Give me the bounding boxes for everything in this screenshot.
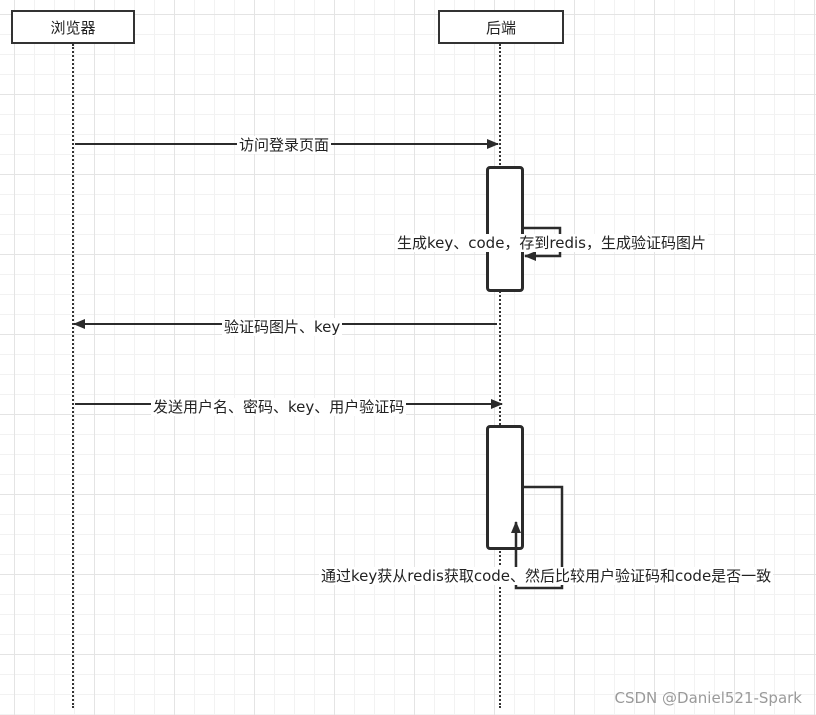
message-label-5: 通过key获从redis获取code、然后比较用户验证码和code是否一致 (319, 567, 774, 585)
actor-backend: 后端 (438, 10, 564, 44)
activation-bar-1 (486, 166, 524, 292)
message-label-4: 发送用户名、密码、key、用户验证码 (151, 398, 407, 416)
actor-browser: 浏览器 (11, 10, 135, 44)
message-label-3: 验证码图片、key (222, 318, 343, 336)
arrow-msg-5-self (511, 485, 564, 590)
actor-backend-label: 后端 (485, 18, 516, 37)
message-label-2: 生成key、code，存到redis，生成验证码图片 (395, 234, 709, 252)
watermark: CSDN @Daniel521-Spark (614, 689, 802, 707)
actor-browser-label: 浏览器 (50, 18, 96, 37)
lifeline-backend (499, 44, 501, 708)
message-label-1: 访问登录页面 (237, 136, 332, 154)
lifeline-browser (72, 44, 74, 708)
